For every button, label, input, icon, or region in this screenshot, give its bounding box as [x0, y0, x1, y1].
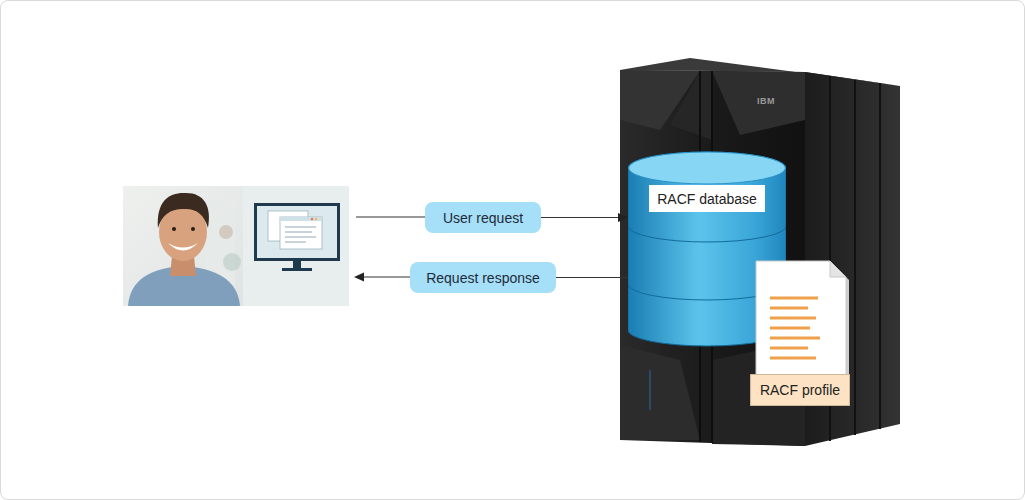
cylinder-disk	[628, 152, 786, 242]
arrow-head	[618, 213, 628, 222]
rack-facet	[670, 71, 712, 140]
node-label: RACF database	[649, 185, 765, 212]
arrow-head	[354, 273, 364, 282]
window-line	[285, 236, 316, 238]
document-line	[770, 307, 808, 310]
user-photo	[123, 186, 243, 306]
monitor-base	[282, 268, 312, 271]
rack-ridge	[879, 83, 881, 429]
pill-label: User request	[443, 210, 523, 226]
document-line	[770, 337, 820, 340]
window-dot	[315, 218, 317, 220]
connector	[541, 213, 628, 222]
monitor-display	[257, 206, 337, 258]
response-pill: Request response	[410, 262, 556, 293]
request-pill: User request	[425, 202, 541, 233]
cylinder-top	[629, 152, 786, 184]
document-line	[770, 297, 818, 300]
person-eye	[172, 227, 176, 231]
document-page	[756, 261, 846, 377]
panel-background	[243, 186, 349, 306]
document-fold	[830, 261, 846, 277]
window-line	[285, 226, 316, 228]
person-smile	[168, 243, 198, 251]
photo-blur	[223, 253, 241, 271]
window-dot	[311, 218, 313, 220]
rack-facet	[620, 345, 700, 440]
rack-ridge	[854, 80, 856, 435]
window-line	[285, 231, 312, 233]
person-hair	[158, 193, 209, 228]
person-eye	[191, 227, 195, 231]
profile-document: RACF profile	[750, 258, 852, 406]
connector	[556, 277, 628, 278]
rack-facet	[712, 71, 805, 135]
leader-line	[362, 277, 410, 278]
node-label: RACF profile	[750, 374, 850, 406]
pill-label: Request response	[426, 270, 540, 286]
logo-text: IBM	[757, 96, 775, 106]
rack-light	[649, 370, 651, 410]
leader-line	[356, 217, 425, 218]
window-front	[280, 217, 322, 249]
connector-line	[556, 277, 628, 278]
connector-line	[541, 217, 620, 218]
photo-background	[123, 186, 243, 306]
window-bar	[280, 217, 322, 221]
document-line	[770, 317, 816, 320]
document-line	[770, 347, 808, 350]
monitor-screen	[254, 203, 340, 261]
document-line	[770, 327, 810, 330]
document-line	[770, 357, 816, 360]
monitor-panel	[243, 186, 349, 306]
monitor-neck	[293, 261, 301, 269]
photo-blur	[219, 225, 233, 239]
window-line	[285, 241, 306, 243]
server-rack	[620, 58, 900, 446]
